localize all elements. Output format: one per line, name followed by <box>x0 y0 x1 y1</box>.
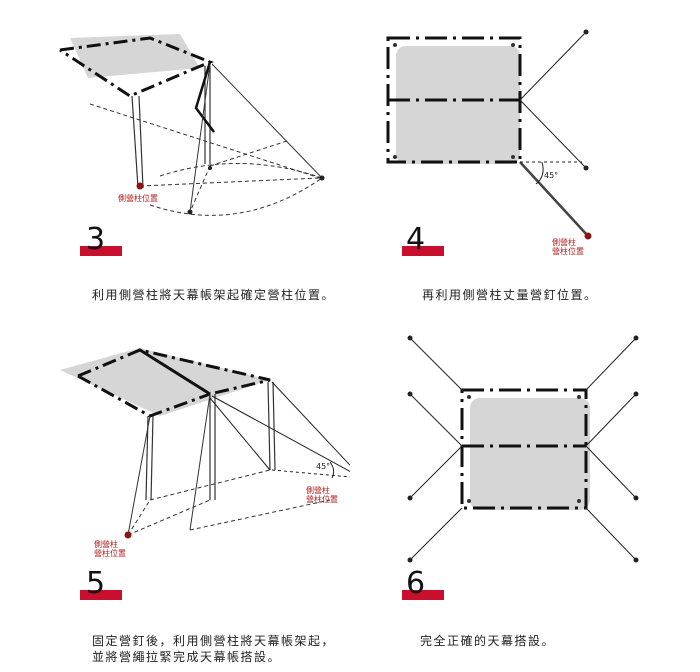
step-number: 3 <box>86 222 106 257</box>
step-caption: 完全正確的天幕搭設。 <box>420 634 556 648</box>
step-caption: 再利用側營柱丈量營釘位置。 <box>422 288 598 302</box>
angle-label: 45° <box>316 462 331 471</box>
stake-position-marker <box>584 232 592 240</box>
step-6-panel: 6 完全正確的天幕搭設。 <box>350 320 700 672</box>
marker-label: 側營柱 營柱位置 <box>552 238 584 256</box>
step-caption-line-2: 並將營繩拉緊完成天幕帳搭設。 <box>92 650 282 664</box>
tarp-shape <box>470 398 590 510</box>
marker-label-left: 側營柱 營柱位置 <box>94 540 126 558</box>
step-4-panel: 45° 側營柱 營柱位置 4 再利用側營柱丈量營釘位置。 <box>350 0 700 320</box>
step-5-panel: 45° 側營柱 營柱位置 側營柱 營柱位置 5 固定營釘後，利用側營柱將天幕帳架… <box>0 320 350 672</box>
marker-label: 側營柱位置 <box>118 194 158 203</box>
step-3-illustration <box>59 34 325 216</box>
step-accent-bar <box>402 590 444 600</box>
pole-position-marker <box>124 531 132 539</box>
step-number: 5 <box>86 566 106 601</box>
step-number: 6 <box>406 566 426 601</box>
step-5-illustration <box>60 348 350 539</box>
tarp-shape <box>60 348 270 416</box>
step-3-panel: 側營柱位置 3 利用側營柱將天幕帳架起確定營柱位置。 <box>0 0 350 320</box>
step-accent-bar <box>402 246 444 256</box>
step-6-illustration <box>407 335 639 563</box>
tarp-shape <box>396 46 520 164</box>
pole-position-marker <box>136 182 144 190</box>
step-caption-line-1: 固定營釘後，利用側營柱將天幕帳架起， <box>92 634 336 648</box>
marker-label-right: 側營柱 營柱位置 <box>306 486 338 504</box>
step-4-illustration <box>386 29 592 240</box>
step-accent-bar <box>80 590 122 600</box>
step-caption: 利用側營柱將天幕帳架起確定營柱位置。 <box>92 288 336 302</box>
step-accent-bar <box>80 246 122 256</box>
angle-label: 45° <box>544 171 559 180</box>
step-number: 4 <box>406 222 426 257</box>
